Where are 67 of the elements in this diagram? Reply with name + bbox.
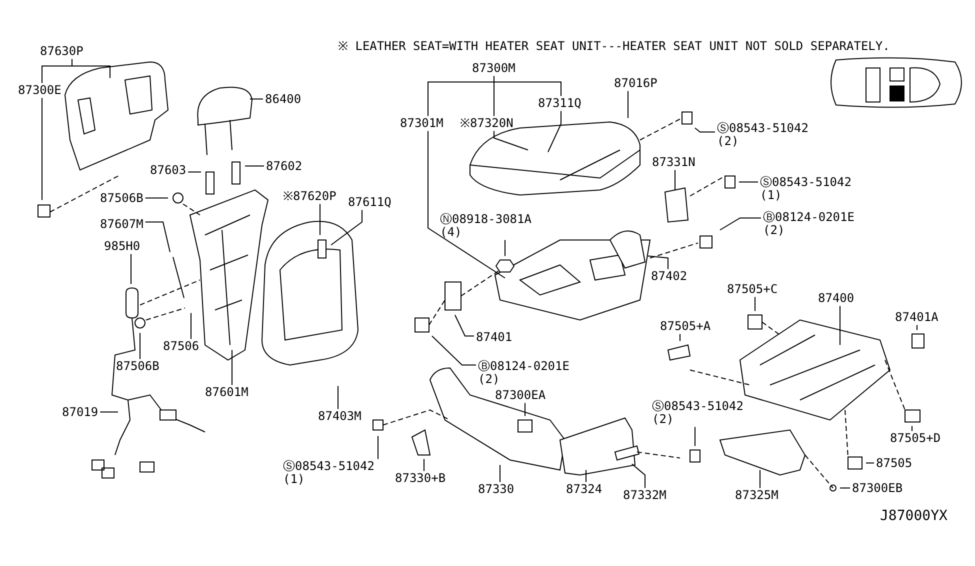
- part-number: 87300EA: [495, 389, 546, 402]
- part-number: 87301M: [400, 117, 444, 130]
- part-number: 87332M: [623, 489, 666, 502]
- leader-line: [432, 336, 476, 366]
- part-number: 87401: [476, 331, 512, 344]
- part-number: 87300M: [472, 62, 516, 75]
- part-number: 87330: [478, 483, 514, 496]
- part-number: 87611Q: [348, 196, 392, 209]
- part-number: 87400: [818, 292, 854, 305]
- leader-line: [648, 256, 668, 270]
- part-number: Ⓝ08918-3081A (4): [440, 213, 538, 239]
- part-number: 87300E: [18, 84, 62, 97]
- note-text: ※ LEATHER SEAT=WITH HEATER SEAT UNIT---HEATER SEAT UNIT NOT SOLD SEPARATELY.: [338, 40, 890, 53]
- leader-line: [916, 324, 918, 330]
- part-number: 87016P: [614, 77, 658, 90]
- part-number: 87601M: [205, 386, 248, 399]
- part-number: ※87320N: [460, 117, 514, 130]
- leader-line: [190, 312, 192, 340]
- part-number: 87602: [266, 160, 302, 173]
- part-number: Ⓢ08543-51042 (2): [717, 122, 815, 148]
- part-number: 87505+A: [660, 320, 711, 333]
- part-number: 87330+B: [395, 472, 446, 485]
- part-number: 87401A: [895, 311, 938, 324]
- leader-line: [250, 98, 264, 100]
- leader-line: [130, 254, 132, 284]
- leader-line: [494, 130, 528, 150]
- part-number: Ⓢ08543-51042 (1): [760, 176, 858, 202]
- part-number: 87607M: [100, 218, 144, 231]
- part-number: 87311Q: [538, 97, 582, 110]
- leader-line: [866, 462, 874, 464]
- part-number: Ⓢ08543-51042 (1): [283, 460, 381, 486]
- part-number: 87019: [62, 406, 98, 419]
- part-number: 87331N: [652, 156, 696, 169]
- leader-line: [494, 76, 562, 96]
- diagram-code: J87000YX: [880, 510, 948, 523]
- leader-line: [330, 210, 362, 246]
- leader-line: [632, 464, 646, 488]
- part-number: 87506B: [116, 360, 160, 373]
- leader-line: [548, 110, 562, 152]
- leader-line: [144, 222, 170, 252]
- part-number: 86400: [265, 93, 302, 106]
- part-number: Ⓑ08124-0201E (2): [478, 360, 576, 386]
- leader-line: [694, 128, 716, 132]
- leader-line: [720, 218, 762, 230]
- leader-line: [694, 426, 696, 446]
- part-number: 87505+D: [890, 432, 941, 445]
- leader-line: [524, 402, 526, 416]
- part-number: 985H0: [104, 240, 140, 253]
- part-number: 87324: [566, 483, 602, 496]
- part-number: 87402: [651, 270, 688, 283]
- part-number: 87325M: [735, 489, 778, 502]
- part-number: ※87620P: [283, 190, 336, 203]
- part-number: 87505+C: [727, 283, 778, 296]
- leader-line: [674, 170, 676, 190]
- part-number: 87603: [150, 164, 186, 177]
- leader-line: [454, 314, 474, 336]
- leader-line: [754, 296, 756, 312]
- part-number: 87630P: [40, 45, 84, 58]
- part-number: 87506: [163, 340, 200, 353]
- part-number: Ⓑ08124-0201E (2): [763, 211, 861, 237]
- part-number: 87300EB: [852, 482, 903, 495]
- leader-line: [428, 130, 506, 278]
- leader-line: [504, 240, 506, 256]
- part-number: 87403M: [318, 410, 362, 423]
- part-number: 87506B: [100, 192, 144, 205]
- part-number: Ⓢ08543-51042 (2): [652, 400, 750, 426]
- part-number: 87505: [876, 457, 912, 470]
